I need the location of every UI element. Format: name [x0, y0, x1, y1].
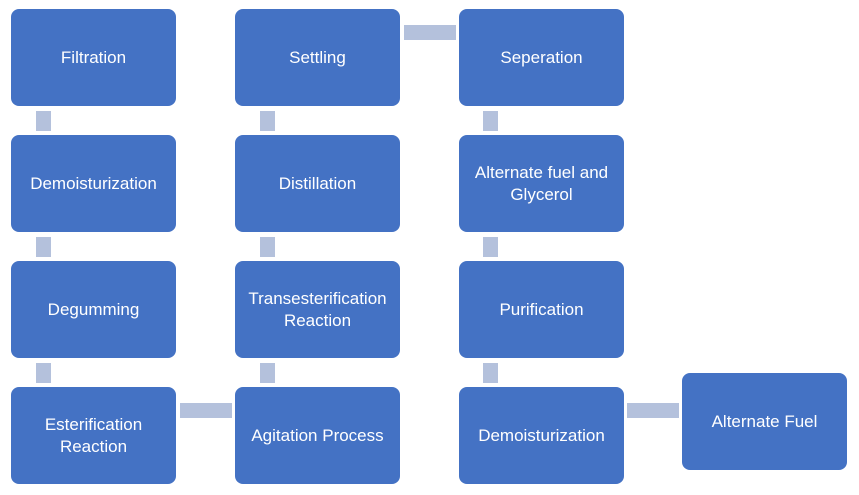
step-label: Alternate fuel and Glycerol — [474, 162, 609, 204]
step-demoisturization-1: Demoisturization — [11, 135, 176, 232]
connector — [404, 25, 456, 40]
step-demoisturization-2: Demoisturization — [459, 387, 624, 484]
step-settling: Settling — [235, 9, 400, 106]
connector — [483, 237, 498, 257]
connector — [260, 111, 275, 131]
connector — [260, 363, 275, 383]
step-purification: Purification — [459, 261, 624, 358]
step-degumming: Degumming — [11, 261, 176, 358]
connector — [627, 403, 679, 418]
step-label: Distillation — [278, 173, 357, 193]
step-distillation: Distillation — [235, 135, 400, 232]
step-filtration: Filtration — [11, 9, 176, 106]
connector — [483, 111, 498, 131]
step-label: Demoisturization — [478, 425, 605, 445]
connector — [180, 403, 232, 418]
step-label: Purification — [499, 299, 584, 319]
step-seperation: Seperation — [459, 9, 624, 106]
connector — [36, 111, 51, 131]
step-label: Degumming — [47, 299, 140, 319]
step-agitation: Agitation Process — [235, 387, 400, 484]
step-label: Alternate Fuel — [711, 411, 818, 431]
step-label: Filtration — [60, 47, 127, 67]
step-label: Esterification Reaction — [44, 414, 143, 456]
step-label: Agitation Process — [251, 425, 384, 445]
step-label: Demoisturization — [30, 173, 157, 193]
step-transesterification: Transesterification Reaction — [235, 261, 400, 358]
step-label: Seperation — [500, 47, 583, 67]
connector — [483, 363, 498, 383]
step-label: Settling — [289, 47, 346, 67]
step-esterification: Esterification Reaction — [11, 387, 176, 484]
connector — [260, 237, 275, 257]
connector — [36, 237, 51, 257]
step-alternate-fuel-glycerol: Alternate fuel and Glycerol — [459, 135, 624, 232]
connector — [36, 363, 51, 383]
step-label: Transesterification Reaction — [248, 288, 387, 330]
step-alternate-fuel: Alternate Fuel — [682, 373, 847, 470]
